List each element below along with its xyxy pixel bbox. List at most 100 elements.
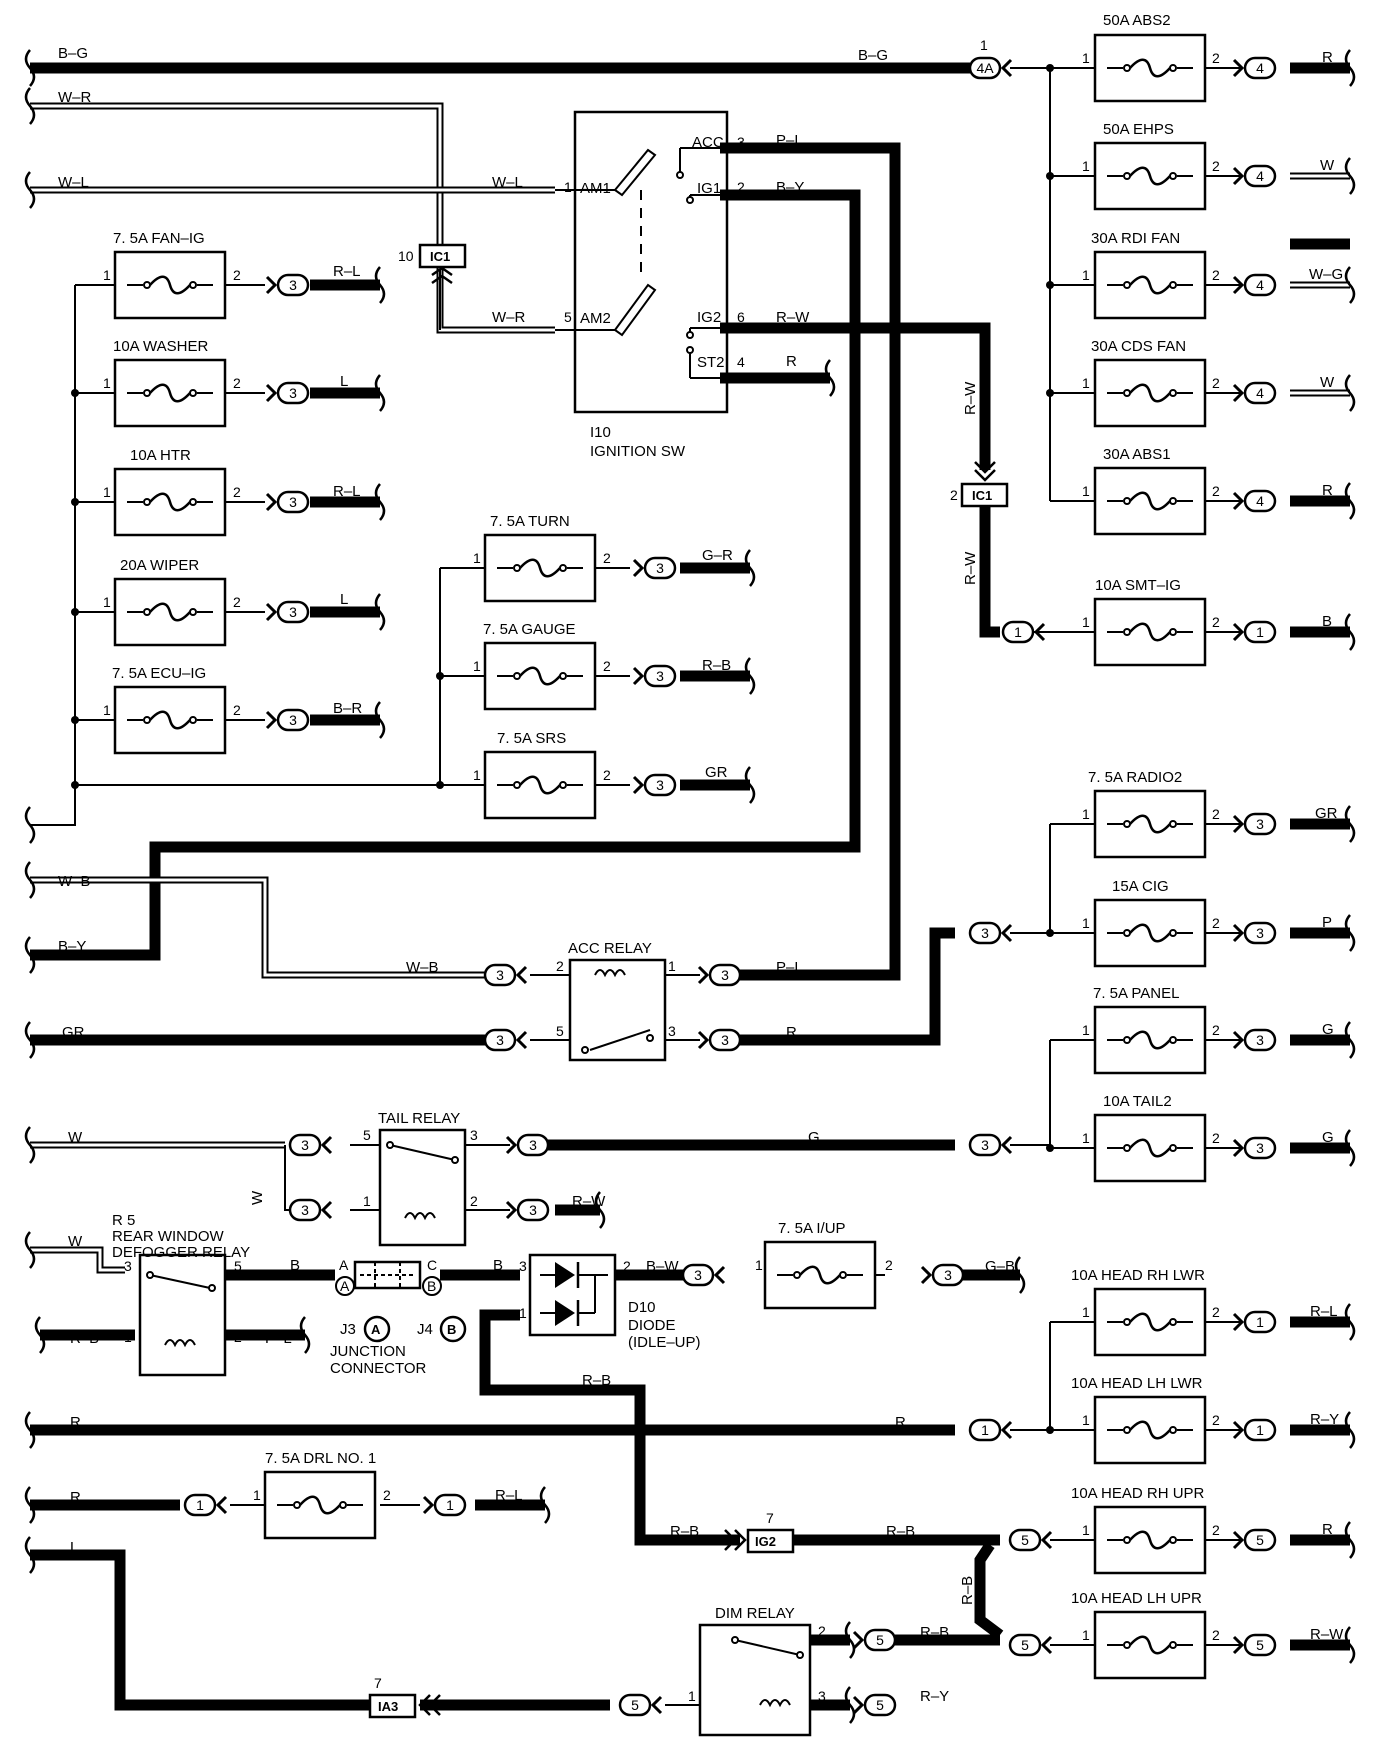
wire-rw-v1: R–W xyxy=(962,381,979,415)
wire-wl-left: W–L xyxy=(58,174,89,191)
wire-break-mark xyxy=(374,593,386,631)
connector-plug-1: 1 xyxy=(1232,1418,1277,1442)
wire-p-cig: P xyxy=(1322,914,1332,931)
connector-plug-3: 3 xyxy=(920,1263,965,1287)
junction-pin-a: A xyxy=(339,1257,349,1273)
connector-plug-label: 1 xyxy=(196,1497,204,1513)
connector-plug-5: 5 xyxy=(1232,1633,1277,1657)
wire-pl-defog: P–L xyxy=(265,1330,292,1347)
tail-relay-label: TAIL RELAY xyxy=(378,1110,460,1127)
fuse-gauge-label: 7. 5A GAUGE xyxy=(483,621,576,638)
junction-dot xyxy=(1046,1426,1054,1434)
junction-dot xyxy=(436,672,444,680)
ign-pin-num-3: 3 xyxy=(737,134,745,150)
connector-plug-label: 1 xyxy=(1256,1314,1264,1330)
fuse-head-rh-lwr-label: 10A HEAD RH LWR xyxy=(1071,1267,1205,1284)
ign-pin-am2: AM2 xyxy=(580,310,611,327)
wire-break-mark xyxy=(1344,157,1356,195)
wire-break-mark xyxy=(374,701,386,739)
wire-wb-left: W–B xyxy=(58,873,91,890)
pin-1: 1 xyxy=(1082,483,1090,499)
wire-w-cds: W xyxy=(1320,374,1335,391)
pin-1: 1 xyxy=(103,702,111,718)
wire-break-mark xyxy=(1344,482,1356,520)
wire-bw-diode: B–W xyxy=(646,1258,679,1275)
wire-r-accrelay: R xyxy=(786,1024,797,1041)
pin-1: 1 xyxy=(1082,267,1090,283)
wire-r-rhupr: R xyxy=(1322,1521,1333,1538)
connector-plug-label: 1 xyxy=(1256,1422,1264,1438)
ig2-pin-7: 7 xyxy=(766,1510,774,1526)
wire-break-mark xyxy=(1344,914,1356,952)
connector-plug-3: 3 xyxy=(1232,812,1277,836)
wire-b-smt: B xyxy=(1322,613,1332,630)
wire-rw-tail: R–W xyxy=(572,1193,606,1210)
wire-break-mark xyxy=(34,1316,46,1354)
wire-g-panel: G xyxy=(1322,1021,1334,1038)
connector-plug-label: 1 xyxy=(981,1422,989,1438)
wire-l-left: L xyxy=(70,1539,78,1556)
wire-break-mark xyxy=(1344,805,1356,843)
ic1-mid-pin-2: 2 xyxy=(950,487,958,503)
connector-plug-3: 3 xyxy=(1232,921,1277,945)
wire-break-mark xyxy=(1344,1129,1356,1167)
diode-line1: DIODE xyxy=(628,1317,676,1334)
pin-1: 1 xyxy=(473,767,481,783)
fuse-drl1-label: 7. 5A DRL NO. 1 xyxy=(265,1450,376,1467)
fuse-tail2-label: 10A TAIL2 xyxy=(1103,1093,1172,1110)
wire-rb-gauge: R–B xyxy=(702,657,731,674)
pin-1: 1 xyxy=(1082,1022,1090,1038)
wire-rw-lhupr: R–W xyxy=(1310,1626,1344,1643)
wire-break-mark xyxy=(24,806,36,844)
pin-2: 2 xyxy=(383,1487,391,1503)
connector-plug-5: 5 xyxy=(1008,1633,1053,1657)
connector-plug-label: 3 xyxy=(289,604,297,620)
wire-pl-acc: P–L xyxy=(776,132,803,149)
connector-plug-3: 3 xyxy=(265,708,310,732)
wire-w-tailv: W xyxy=(249,1190,266,1205)
wire-by-ig1: B–Y xyxy=(776,179,804,196)
junction-dot xyxy=(1046,172,1054,180)
dim-pin-1: 1 xyxy=(688,1688,696,1704)
tail-pin-2: 2 xyxy=(470,1193,478,1209)
junction-dot xyxy=(71,781,79,789)
tail-pin-1: 1 xyxy=(363,1193,371,1209)
wire-by-left: B–Y xyxy=(58,938,86,955)
connector-plug-label: 3 xyxy=(289,494,297,510)
connector-plug-5: 5 xyxy=(852,1693,897,1717)
wire-gb-iup: G–B xyxy=(985,1258,1015,1275)
connector-plug-label: 3 xyxy=(529,1202,537,1218)
connector-plug-3: 3 xyxy=(288,1133,333,1157)
pin-1: 1 xyxy=(473,550,481,566)
pin-1: 1 xyxy=(1082,915,1090,931)
connector-plug-3: 3 xyxy=(288,1198,333,1222)
connector-plug-label: 4 xyxy=(1256,385,1264,401)
ia3-pin-7: 7 xyxy=(374,1675,382,1691)
wire-rb-defog: R–B xyxy=(70,1330,99,1347)
connector-plug-1: 1 xyxy=(1232,620,1277,644)
connector-plug-label: 3 xyxy=(694,1267,702,1283)
ign-pin-num-1: 1 xyxy=(564,179,572,195)
acc-pin-3: 3 xyxy=(668,1023,676,1039)
r5-code: R 5 xyxy=(112,1212,135,1229)
fuse-wiper-label: 20A WIPER xyxy=(120,557,199,574)
pin-2: 2 xyxy=(1212,1412,1220,1428)
wire-rl-drl: R–L xyxy=(495,1487,523,1504)
pin-1: 1 xyxy=(1082,375,1090,391)
defogger-relay: R 5 REAR WINDOW DEFOGGER RELAY 3 1 5 2 xyxy=(112,1212,250,1377)
pin-1: 1 xyxy=(1082,806,1090,822)
c4a-pin-1: 1 xyxy=(980,37,988,53)
pin-2: 2 xyxy=(603,658,611,674)
fuse-fan-ig-label: 7. 5A FAN–IG xyxy=(113,230,205,247)
acc-relay: ACC RELAY 2 5 1 3 xyxy=(556,940,676,1062)
wire-g-tailrelay: G xyxy=(808,1129,820,1146)
wire-r-drl: R xyxy=(70,1489,81,1506)
connector-plug-label: 3 xyxy=(656,560,664,576)
junction-dot xyxy=(1046,64,1054,72)
connector-plug-4A: 4A xyxy=(968,56,1013,80)
wires xyxy=(30,62,1350,1711)
ic1-pin-10: 10 xyxy=(398,248,414,264)
connector-plug-3: 3 xyxy=(1232,1136,1277,1160)
pin-2: 2 xyxy=(233,267,241,283)
ign-pin-num-4: 4 xyxy=(737,354,745,370)
